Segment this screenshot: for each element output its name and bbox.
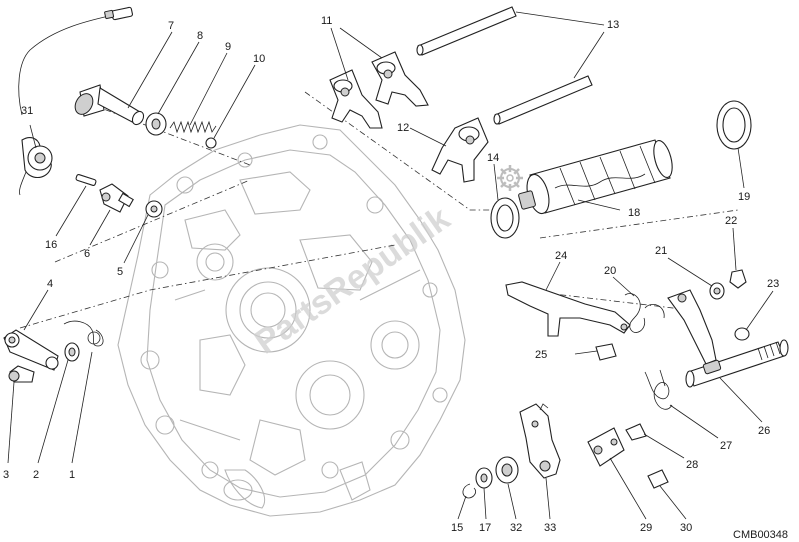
part-7-bolt bbox=[74, 84, 145, 126]
part-25-screw bbox=[574, 343, 617, 361]
callout-4: 4 bbox=[47, 278, 53, 290]
part-33-selector-plate bbox=[519, 403, 561, 479]
part-1-spring bbox=[63, 320, 104, 347]
callout-25: 25 bbox=[535, 349, 547, 361]
part-26-selector-shaft bbox=[667, 289, 789, 388]
callout-7: 7 bbox=[168, 20, 174, 32]
part-4-selector-lever bbox=[3, 329, 59, 371]
callout-27: 27 bbox=[720, 440, 732, 452]
callout-12: 12 bbox=[397, 122, 409, 134]
callout-22: 22 bbox=[725, 215, 737, 227]
callout-5: 5 bbox=[117, 266, 123, 278]
callout-1: 1 bbox=[69, 469, 75, 481]
callout-19: 19 bbox=[738, 191, 750, 203]
callout-9: 9 bbox=[225, 41, 231, 53]
part-30-screw bbox=[647, 469, 669, 489]
part-12-shift-fork bbox=[431, 117, 489, 183]
part-21-washer bbox=[709, 282, 725, 300]
watermark-gear-icon bbox=[497, 165, 523, 191]
part-28-screw bbox=[625, 423, 647, 441]
part-27-spring bbox=[644, 369, 673, 410]
callout-6: 6 bbox=[84, 248, 90, 260]
leader-lines bbox=[7, 11, 774, 520]
callout-16: 16 bbox=[45, 239, 57, 251]
callout-3: 3 bbox=[3, 469, 9, 481]
callout-24: 24 bbox=[555, 250, 567, 262]
callout-33: 33 bbox=[544, 522, 556, 534]
callout-14: 14 bbox=[487, 152, 499, 164]
part-29-plate bbox=[587, 427, 625, 467]
part-6-neutral-switch bbox=[99, 183, 134, 213]
part-16-pin bbox=[75, 174, 97, 186]
watermark-text: PartsRepublik bbox=[248, 199, 457, 361]
part-20-spring bbox=[624, 293, 665, 333]
part-2-washer bbox=[64, 342, 80, 362]
part-13-fork-shafts bbox=[416, 6, 593, 125]
callout-21: 21 bbox=[655, 245, 667, 257]
part-24-bracket bbox=[505, 281, 631, 337]
crankcase-outline bbox=[117, 124, 466, 517]
callout-15: 15 bbox=[451, 522, 463, 534]
part-19-ring bbox=[716, 100, 752, 150]
part-31-speed-sensor bbox=[18, 6, 133, 196]
part-18-shift-drum bbox=[518, 139, 673, 215]
callout-labels: 1 2 3 4 5 6 7 8 9 10 11 12 13 14 15 16 1… bbox=[3, 15, 779, 534]
callout-13: 13 bbox=[607, 19, 619, 31]
part-10-ball bbox=[205, 137, 217, 149]
part-11-shift-forks bbox=[329, 51, 429, 129]
callout-11: 11 bbox=[321, 15, 332, 27]
callout-20: 20 bbox=[604, 265, 616, 277]
callout-2: 2 bbox=[33, 469, 39, 481]
callout-8: 8 bbox=[197, 30, 203, 42]
callout-30: 30 bbox=[680, 522, 692, 534]
part-14-washer bbox=[490, 197, 520, 239]
callout-29: 29 bbox=[640, 522, 652, 534]
part-5-washer bbox=[145, 200, 163, 218]
callout-32: 32 bbox=[510, 522, 522, 534]
callout-17: 17 bbox=[479, 522, 491, 534]
part-32-washer bbox=[495, 456, 519, 484]
part-23-bushing bbox=[734, 327, 750, 341]
callout-28: 28 bbox=[686, 459, 698, 471]
part-3-screw bbox=[8, 365, 35, 383]
drawing-code: CMB00348 bbox=[733, 529, 788, 541]
callout-10: 10 bbox=[253, 53, 265, 65]
callout-31: 31 bbox=[21, 105, 33, 117]
callout-18: 18 bbox=[628, 207, 640, 219]
part-8-washer bbox=[145, 112, 167, 136]
part-22-clip bbox=[729, 269, 747, 289]
part-17-washer bbox=[475, 467, 493, 489]
callout-26: 26 bbox=[758, 425, 770, 437]
callout-23: 23 bbox=[767, 278, 779, 290]
part-9-spring bbox=[169, 120, 217, 134]
part-15-clip bbox=[462, 483, 476, 499]
assembly-axes bbox=[19, 91, 739, 329]
